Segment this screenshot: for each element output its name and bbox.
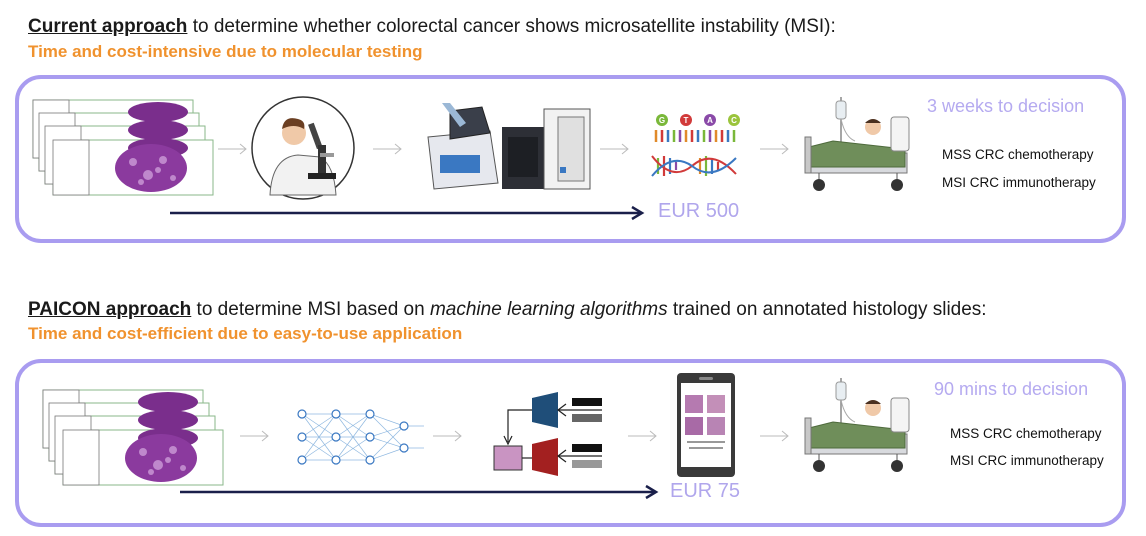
flow-arrow	[433, 430, 462, 442]
current-approach-panel	[15, 75, 1126, 243]
paicon-approach-title: PAICON approach	[28, 299, 192, 320]
paicon-approach-subtitle: Time and cost-efficient due to easy-to-u…	[28, 324, 463, 343]
dna-icon: G T A C	[651, 114, 740, 177]
patient-bed-icon	[804, 97, 910, 191]
flow-arrow	[600, 143, 629, 155]
current-approach-subtitle: Time and cost-intensive due to molecular…	[28, 42, 423, 61]
paicon-approach-heading: PAICON approach to determine MSI based o…	[28, 299, 987, 321]
flow-arrow	[373, 143, 402, 155]
paicon-treatment-mss: MSS CRC chemotherapy	[950, 426, 1102, 441]
flow-arrow	[240, 430, 269, 442]
current-time-to-decision: 3 weeks to decision	[927, 96, 1085, 116]
flow-arrow	[218, 143, 247, 155]
paicon-approach-italic: machine learning algorithms	[429, 299, 668, 320]
current-approach-description: to determine whether colorectal cancer s…	[187, 16, 836, 37]
timeline-arrow	[180, 484, 659, 500]
tablet-app-icon	[677, 373, 735, 477]
paicon-approach-text-2: trained on annotated histology slides:	[667, 299, 987, 320]
paicon-approach-text-1: to determine MSI based on	[191, 299, 430, 320]
neural-network-icon	[297, 409, 424, 465]
dna-letter-c: C	[731, 116, 737, 125]
current-treatment-msi: MSI CRC immunotherapy	[942, 175, 1096, 190]
current-approach-title: Current approach	[28, 16, 188, 37]
current-cost: EUR 500	[658, 200, 740, 222]
dna-letter-g: G	[659, 116, 665, 125]
dna-letter-t: T	[684, 116, 689, 125]
flow-arrow	[760, 143, 789, 155]
histology-slides-icon	[42, 389, 224, 486]
sequencer-machine-icon	[427, 103, 591, 190]
flow-arrow	[628, 430, 657, 442]
model-diagram-icon	[493, 392, 602, 476]
current-approach-heading: Current approach to determine whether co…	[28, 16, 836, 38]
paicon-cost: EUR 75	[670, 480, 741, 502]
timeline-arrow	[170, 205, 645, 221]
histology-slides-icon	[32, 99, 214, 196]
paicon-treatment-msi: MSI CRC immunotherapy	[950, 453, 1104, 468]
flow-arrow	[760, 430, 789, 442]
current-treatment-mss: MSS CRC chemotherapy	[942, 147, 1094, 162]
pathologist-microscope-icon	[251, 96, 355, 200]
patient-bed-icon	[804, 378, 910, 472]
paicon-time-to-decision: 90 mins to decision	[934, 379, 1089, 399]
paicon-approach-panel	[15, 359, 1126, 527]
dna-letter-a: A	[707, 116, 713, 125]
